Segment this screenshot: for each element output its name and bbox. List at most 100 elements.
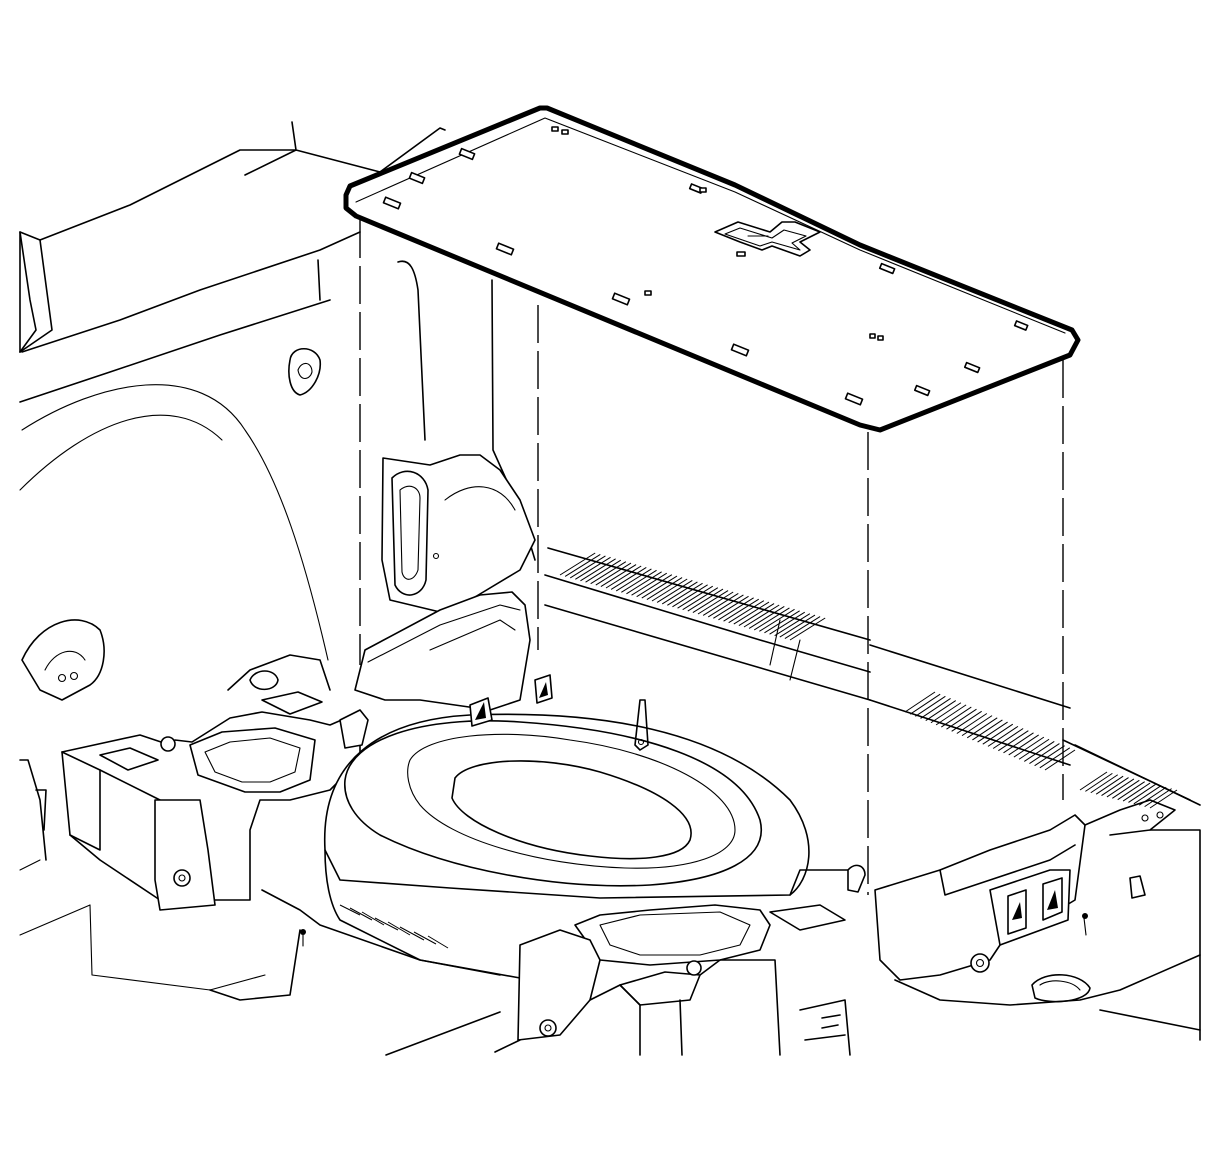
- sill-ribs-center: [559, 552, 826, 641]
- sill-rib: [925, 700, 957, 722]
- sill-rib: [646, 577, 683, 600]
- sill-rib: [1018, 738, 1050, 760]
- sill-rib: [707, 594, 744, 618]
- sill-rib: [641, 575, 678, 599]
- sill-rib: [909, 693, 941, 715]
- sill-rib: [636, 574, 673, 598]
- sill-rib: [610, 567, 647, 590]
- sill-rib: [1044, 749, 1076, 771]
- sill-rib: [779, 614, 816, 638]
- sill-rib: [651, 578, 688, 602]
- sill-rib: [1090, 774, 1119, 794]
- sill-rib: [972, 719, 1003, 741]
- sill-rib: [915, 695, 946, 717]
- sill-rib: [1106, 778, 1135, 798]
- sill-rib: [1013, 736, 1045, 758]
- sill-rib: [585, 559, 622, 583]
- sill-rib: [904, 691, 936, 713]
- sill-rib: [733, 601, 770, 625]
- sill-rib: [697, 591, 734, 615]
- sill-rib: [769, 611, 806, 635]
- sill-rib: [580, 558, 616, 582]
- sill-rib: [759, 608, 795, 632]
- sill-rib: [1133, 785, 1162, 805]
- sill-rib: [987, 725, 1019, 747]
- sill-rib: [1117, 781, 1145, 801]
- sill-rib: [1023, 740, 1055, 762]
- sill-rib: [687, 588, 724, 612]
- sill-rib: [961, 715, 993, 737]
- lower-floor-structure: [209, 889, 521, 1056]
- left-edge-details: [19, 759, 266, 991]
- sill-rib: [575, 556, 611, 580]
- sill-rib: [1122, 782, 1151, 802]
- sill-rib: [956, 713, 988, 734]
- panel-handle-recess: [714, 221, 821, 257]
- sill-rib: [1029, 743, 1060, 764]
- sill-rib: [631, 572, 668, 596]
- sill-rib: [718, 597, 754, 621]
- sill-rib: [920, 698, 951, 719]
- sill-rib: [748, 606, 785, 629]
- wheel-arch-bracket: [21, 619, 105, 701]
- sill-rib: [941, 706, 972, 728]
- sill-ribs-far-right: [1079, 771, 1178, 809]
- sill-rib: [1112, 779, 1140, 799]
- spare-tire-cover: [324, 713, 856, 979]
- sill-rib: [713, 595, 749, 619]
- sill-rib: [738, 603, 775, 626]
- sill-rib: [789, 617, 826, 641]
- sill-rib: [590, 561, 627, 585]
- sill-rib: [621, 569, 657, 593]
- sill-rib: [1008, 734, 1039, 756]
- sill-rib: [682, 587, 719, 611]
- sill-rib: [615, 568, 652, 592]
- alignment-guide-lines: [359, 220, 1064, 895]
- rear-bulkhead: [381, 260, 536, 613]
- sill-rib: [564, 554, 601, 577]
- right-storage-box: [874, 799, 1201, 1041]
- sill-rib: [977, 721, 1008, 743]
- center-lower-gussets: [634, 699, 866, 1056]
- sill-rib: [1095, 775, 1124, 795]
- sill-rib: [559, 552, 596, 576]
- load-floor-panel: [343, 105, 1081, 433]
- left-quarter-panel: [19, 121, 446, 661]
- sill-rib: [1039, 747, 1071, 769]
- rear-sill-plate: [544, 547, 1201, 809]
- sill-rib: [998, 730, 1029, 752]
- sill-rib: [1101, 777, 1129, 796]
- sill-rib: [692, 590, 729, 613]
- sill-rib: [728, 600, 765, 624]
- sill-rib: [569, 555, 606, 579]
- sill-rib: [667, 582, 703, 606]
- sill-rib: [784, 616, 821, 639]
- panel-slots: [382, 126, 1029, 406]
- sill-rib: [1085, 772, 1113, 792]
- sill-rib: [600, 564, 637, 587]
- center-storage-bin: [517, 904, 846, 1056]
- sill-rib: [946, 708, 977, 730]
- sill-rib: [677, 585, 714, 609]
- right-floor-pan: [894, 875, 1201, 1031]
- sill-rib: [656, 580, 693, 603]
- sill-rib: [1149, 789, 1178, 809]
- left-tire-brackets: [339, 591, 553, 749]
- sill-rib: [1034, 745, 1065, 767]
- sill-rib: [935, 704, 967, 726]
- sill-rib: [661, 581, 698, 605]
- sill-rib: [626, 571, 662, 595]
- sill-rib: [605, 565, 642, 589]
- sill-rib: [1128, 784, 1156, 803]
- sill-rib: [966, 717, 998, 739]
- sill-rib: [951, 710, 982, 732]
- left-storage-tub: [61, 654, 361, 911]
- sill-rib: [753, 607, 790, 631]
- sill-rib: [702, 593, 739, 616]
- sill-rib: [992, 728, 1024, 749]
- sill-rib: [982, 723, 1014, 745]
- sill-rib: [595, 562, 632, 586]
- sill-rib: [723, 598, 760, 622]
